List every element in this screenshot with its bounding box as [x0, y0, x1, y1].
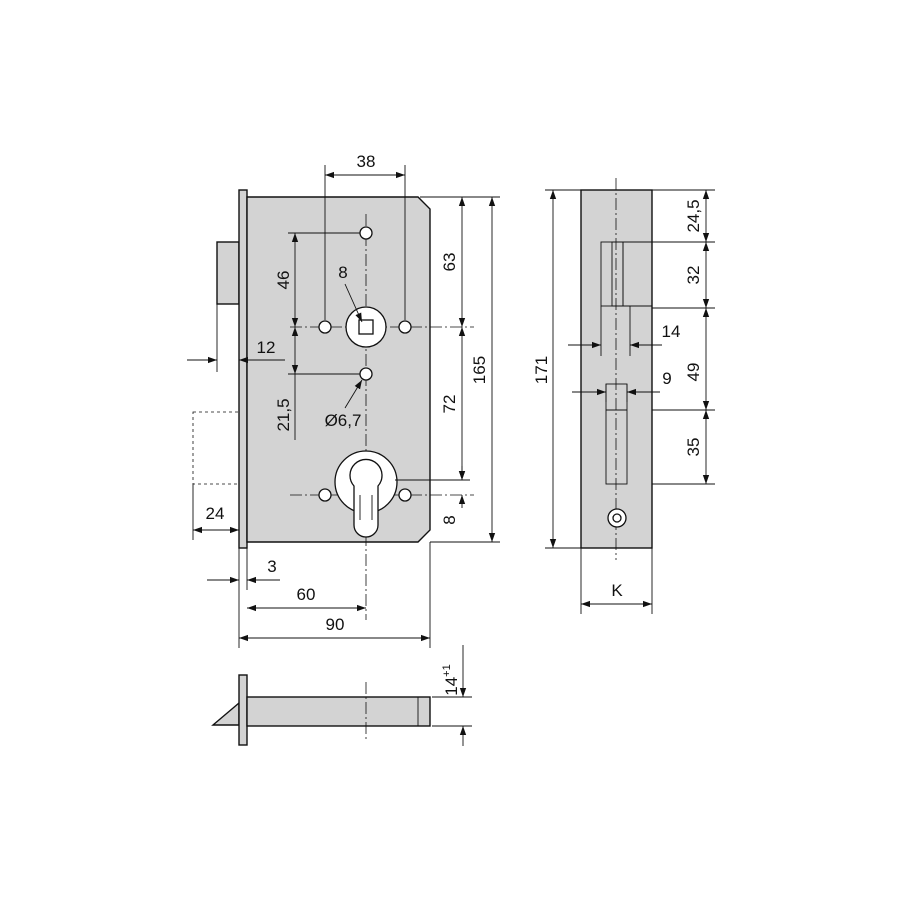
dim-label-90: 90	[326, 615, 345, 634]
front-dimensions: 38 63 165 72 8 46 21,5 8 Ø6,7	[187, 152, 500, 648]
dim-label-21-5: 21,5	[274, 398, 293, 431]
dim-label-14-tolerance: +1	[441, 664, 453, 677]
fixing-hole-bottom-right	[398, 488, 412, 502]
bottom-forend	[238, 674, 248, 746]
fixing-hole-top	[359, 226, 373, 240]
leader-8-spindle	[344, 283, 363, 323]
fixing-hole-bottom-left	[318, 488, 332, 502]
fixing-hole-left	[318, 320, 332, 334]
deadbolt-outline	[192, 411, 240, 485]
dim-label-63: 63	[440, 253, 459, 272]
cylinder-cutout	[349, 458, 383, 538]
latch-opening-inner	[611, 241, 624, 307]
dim-label-35: 35	[684, 438, 703, 457]
side-forend	[580, 189, 653, 549]
spindle-square	[358, 319, 374, 335]
fixing-hole-middle	[359, 367, 373, 381]
leader-6-7	[344, 379, 363, 409]
dim-label-72: 72	[440, 395, 459, 414]
dim-label-3: 3	[267, 557, 276, 576]
dim-label-9: 9	[662, 369, 671, 388]
bottom-case	[246, 696, 431, 727]
forend-screw-center	[612, 513, 622, 523]
dim-label-32: 32	[684, 266, 703, 285]
dim-label-8-bottom: 8	[440, 515, 459, 524]
dim-label-8-spindle: 8	[338, 263, 347, 282]
dim-label-38: 38	[357, 152, 376, 171]
bottom-view: 14+1	[211, 645, 472, 746]
dim-label-24-5: 24,5	[684, 199, 703, 232]
dim-label-46: 46	[274, 271, 293, 290]
fixing-hole-right	[398, 320, 412, 334]
dim-label-6-7: Ø6,7	[325, 411, 362, 430]
dim-label-60: 60	[297, 585, 316, 604]
dim-label-14-side: 14	[662, 322, 681, 341]
dim-label-165: 165	[470, 356, 489, 384]
dim-label-12: 12	[257, 338, 276, 357]
dim-label-K: K	[611, 581, 623, 600]
forend-plate	[238, 189, 248, 549]
dim-label-14-value: 14	[442, 677, 461, 696]
bolt-opening	[605, 383, 628, 485]
front-view	[192, 189, 474, 620]
bolt-bevel	[211, 701, 240, 726]
dim-label-14-bolt: 14+1	[441, 664, 461, 695]
dim-label-49: 49	[684, 363, 703, 382]
dim-label-24: 24	[206, 504, 225, 523]
latch-bolt	[216, 241, 240, 305]
side-view: 171 24,5 32 49 35 14 9 K	[532, 178, 715, 614]
dim-label-171: 171	[532, 356, 551, 384]
